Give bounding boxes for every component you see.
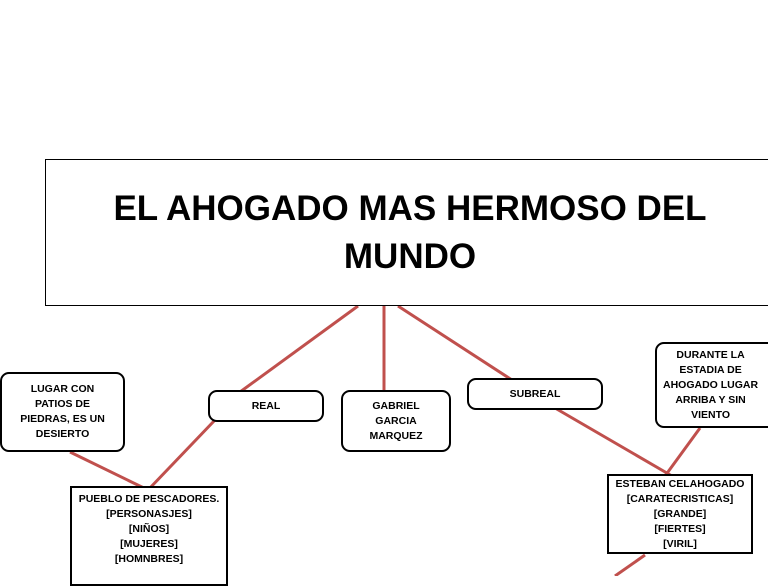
node-stay-label: DURANTE LA ESTADIA DE AHOGADO LUGAR ARRI…: [663, 348, 759, 421]
node-place: LUGAR CON PATIOS DE PIEDRAS, ES UN DESIE…: [0, 372, 125, 452]
title-text: EL AHOGADO MAS HERMOSO DEL MUNDO: [113, 189, 707, 276]
node-village-label: PUEBLO DE PESCADORES. [PERSONASJES] [NIÑ…: [78, 493, 220, 565]
title-box: EL AHOGADO MAS HERMOSO DEL MUNDO: [45, 159, 768, 306]
node-real-label: REAL: [251, 399, 281, 412]
node-esteban-label: ESTEBAN CELAHOGADO [CARATECRISTICAS] [GR…: [615, 477, 745, 550]
node-subreal-label: SUBREAL: [509, 387, 561, 400]
node-author-label: GABRIEL GARCIA MARQUEZ: [369, 399, 423, 442]
connector-stay-esteban: [663, 427, 702, 477]
connector-title-real: [239, 304, 359, 394]
connector-title-subreal: [397, 304, 513, 382]
node-village: PUEBLO DE PESCADORES. [PERSONASJES] [NIÑ…: [70, 486, 228, 586]
connector-subreal-esteban: [554, 406, 673, 478]
connector-esteban-below: [614, 553, 646, 576]
node-esteban: ESTEBAN CELAHOGADO [CARATECRISTICAS] [GR…: [607, 474, 753, 554]
node-stay: DURANTE LA ESTADIA DE AHOGADO LUGAR ARRI…: [655, 342, 768, 428]
node-author: GABRIEL GARCIA MARQUEZ: [341, 390, 451, 452]
node-subreal: SUBREAL: [467, 378, 603, 410]
node-real: REAL: [208, 390, 324, 422]
connector-place-village: [69, 450, 149, 492]
node-place-label: LUGAR CON PATIOS DE PIEDRAS, ES UN DESIE…: [20, 383, 105, 440]
connector-real-village: [146, 418, 217, 492]
